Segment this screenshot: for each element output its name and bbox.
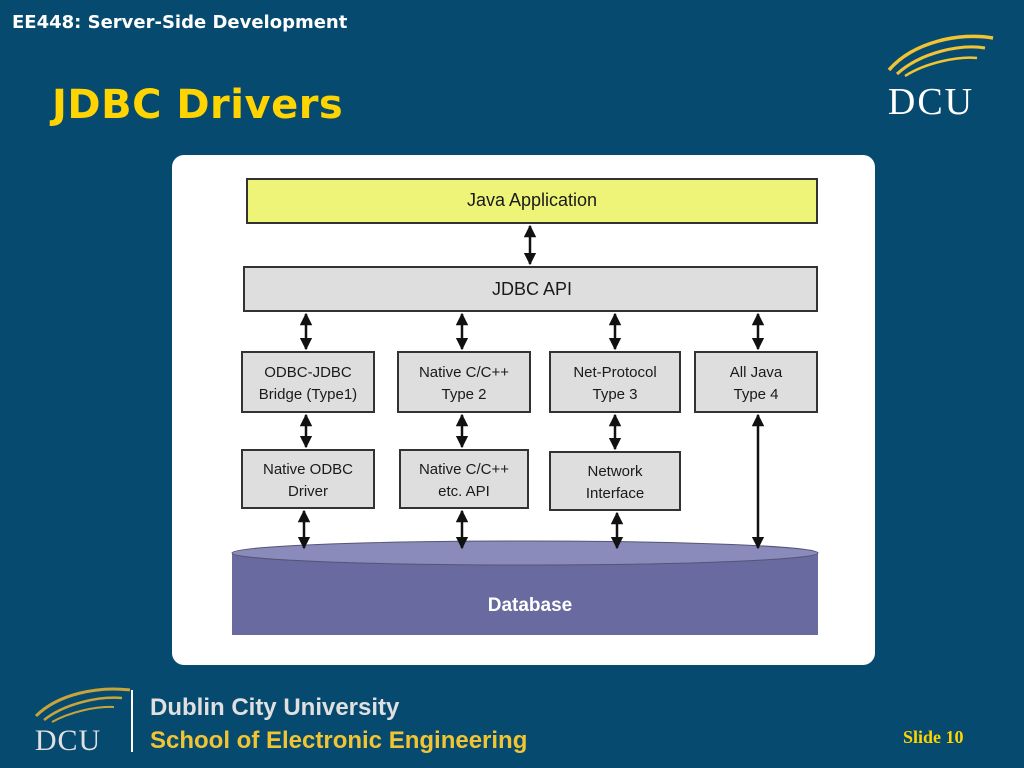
driver-type3-line1: Net-Protocol	[573, 364, 656, 381]
slide-number: Slide 10	[903, 727, 964, 747]
network-interface-line2: Interface	[586, 485, 644, 502]
footer-dcu-logo: DCU	[28, 682, 148, 758]
slide-title: JDBC Drivers	[52, 82, 344, 128]
jdbc-diagram: Java Application JDBC API ODBC-JDBC Brid…	[172, 155, 875, 665]
native-odbc-driver-line1: Native ODBC	[263, 461, 353, 478]
driver-type2-line1: Native C/C++	[419, 364, 509, 381]
driver-type2-box	[397, 351, 531, 413]
driver-type4-line2: Type 4	[733, 386, 778, 403]
dcu-logo: DCU	[865, 24, 1000, 124]
footer-divider	[131, 690, 133, 752]
dcu-logo-text: DCU	[888, 81, 974, 123]
database-cylinder-top	[231, 540, 819, 566]
database-label: Database	[488, 595, 573, 616]
footer-university: Dublin City University	[150, 694, 400, 721]
jdbc-api-label: JDBC API	[492, 279, 572, 299]
driver-type4-line1: All Java	[730, 364, 783, 381]
native-api-line2: etc. API	[438, 483, 490, 500]
driver-type4-box	[694, 351, 818, 413]
driver-type1-box	[241, 351, 375, 413]
footer-school: School of Electronic Engineering	[150, 727, 528, 754]
footer-dcu-logo-text: DCU	[35, 724, 101, 757]
database-cylinder-body	[232, 553, 818, 635]
driver-type1-line2: Bridge (Type1)	[259, 386, 357, 403]
native-odbc-driver-line2: Driver	[288, 483, 328, 500]
driver-type3-line2: Type 3	[592, 386, 637, 403]
driver-type3-box	[549, 351, 681, 413]
network-interface-box	[549, 451, 681, 511]
native-api-box	[399, 449, 529, 509]
network-interface-line1: Network	[587, 463, 643, 480]
native-odbc-driver-box	[241, 449, 375, 509]
native-api-line1: Native C/C++	[419, 461, 509, 478]
java-application-label: Java Application	[467, 190, 597, 210]
driver-type1-line1: ODBC-JDBC	[264, 364, 352, 381]
jdbc-api-box	[243, 266, 818, 312]
java-application-box	[246, 178, 818, 224]
course-title: EE448: Server-Side Development	[12, 12, 348, 33]
driver-type2-line2: Type 2	[441, 386, 486, 403]
